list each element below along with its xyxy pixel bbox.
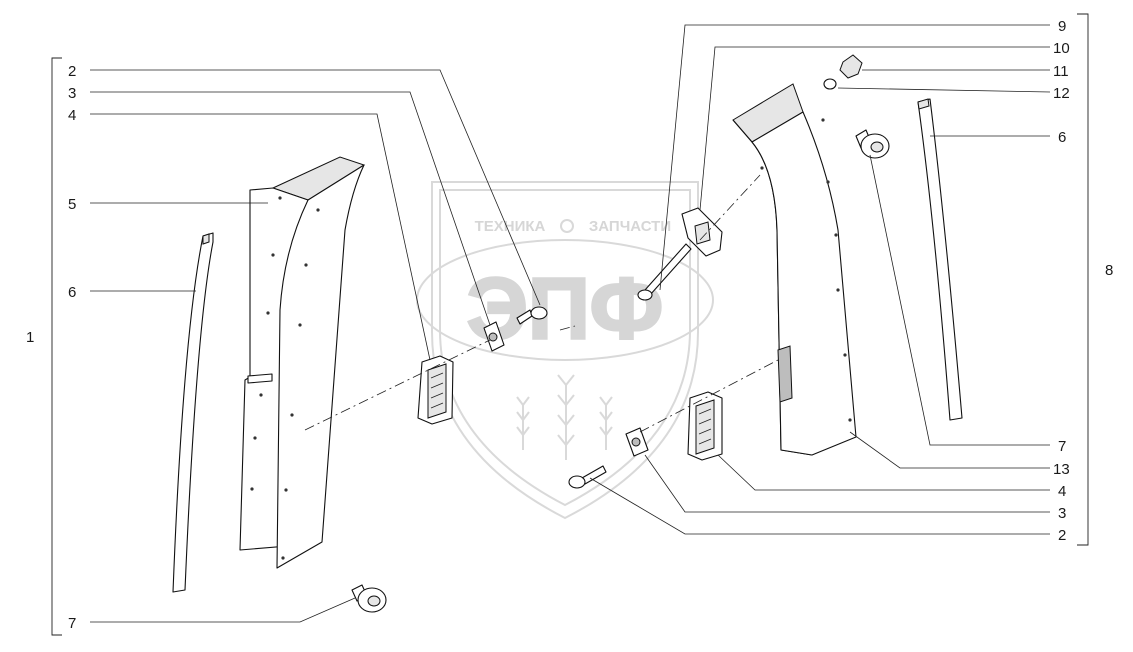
part-4-vent-right bbox=[687, 391, 723, 461]
callout-right-4: 4 bbox=[1058, 483, 1066, 500]
callout-left-5: 5 bbox=[68, 196, 76, 213]
callout-left-4: 4 bbox=[68, 107, 76, 124]
callout-left-3: 3 bbox=[68, 85, 76, 102]
right-assembly: 9 10 11 12 6 7 13 4 3 2 8 bbox=[568, 13, 1113, 546]
leader-left-4 bbox=[90, 113, 431, 361]
watermark-line1: ТЕХНИКА bbox=[475, 218, 546, 235]
part-13-pillar-trim bbox=[732, 83, 857, 456]
leader-right-13 bbox=[849, 431, 1050, 469]
part-3-clip-nut-left bbox=[483, 321, 505, 352]
right-group-bracket bbox=[1077, 13, 1089, 546]
callout-left-2: 2 bbox=[68, 63, 76, 80]
leader-left-3 bbox=[90, 91, 491, 326]
callout-left-7: 7 bbox=[68, 615, 76, 632]
part-12-washer bbox=[823, 78, 837, 90]
callout-right-7: 7 bbox=[1058, 438, 1066, 455]
wheat-icon bbox=[516, 374, 613, 460]
left-group-bracket bbox=[51, 57, 62, 636]
part-4-vent-left bbox=[417, 355, 454, 425]
leader-left-2 bbox=[90, 69, 541, 306]
leader-left-7 bbox=[90, 597, 356, 623]
leader-right-3 bbox=[644, 454, 1050, 513]
callout-right-10: 10 bbox=[1053, 40, 1070, 57]
callout-right-3: 3 bbox=[1058, 505, 1066, 522]
callout-right-9: 9 bbox=[1058, 18, 1066, 35]
callout-right-6: 6 bbox=[1058, 129, 1066, 146]
leader-right-7 bbox=[869, 154, 1050, 446]
watermark-line2: ЗАПЧАСТИ bbox=[589, 218, 671, 235]
callout-right-13: 13 bbox=[1053, 461, 1070, 478]
callout-right-12: 12 bbox=[1053, 85, 1070, 102]
callout-group-8: 8 bbox=[1105, 262, 1113, 279]
part-2-screw-right bbox=[568, 465, 607, 489]
leader-right-2 bbox=[589, 477, 1050, 535]
part-9-screw bbox=[637, 243, 692, 301]
leader-right-10 bbox=[699, 46, 1050, 211]
watermark-logo: ТЕХНИКА ЗАПЧАСТИ ЭПФ bbox=[416, 181, 714, 520]
callout-left-6: 6 bbox=[68, 284, 76, 301]
part-7-clip-right bbox=[855, 129, 890, 159]
part-10-handle bbox=[681, 207, 723, 257]
callout-right-2: 2 bbox=[1058, 527, 1066, 544]
leader-right-4 bbox=[717, 454, 1050, 491]
callout-right-11: 11 bbox=[1053, 63, 1069, 80]
part-2-screw-left bbox=[516, 306, 548, 325]
part-5-trim-panel bbox=[239, 156, 366, 569]
part-11-nut bbox=[839, 54, 863, 79]
part-3-clip-nut-right bbox=[625, 427, 649, 457]
part-7-clip-left bbox=[351, 584, 387, 613]
left-assembly: 2 3 4 5 6 7 1 bbox=[26, 57, 576, 636]
part-6-seal-strip-right bbox=[917, 98, 963, 421]
leader-right-12 bbox=[837, 87, 1051, 93]
leader-right-9 bbox=[659, 24, 1050, 291]
part-6-seal-strip-left bbox=[172, 232, 214, 593]
gear-icon bbox=[560, 219, 574, 233]
callout-group-1: 1 bbox=[26, 329, 34, 346]
